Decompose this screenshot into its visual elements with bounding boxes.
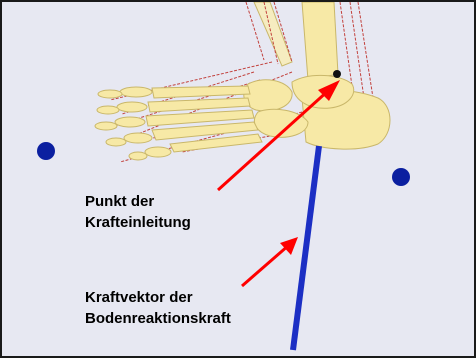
annotation-contact-line2: Krafteinleitung (85, 212, 191, 233)
annotation-vector-line2: Bodenreaktionskraft (85, 308, 231, 329)
tibia-bone (302, 2, 338, 80)
contact-point-marker[interactable] (333, 70, 341, 78)
arrow-force-vector (242, 237, 298, 286)
force-vector-line[interactable] (293, 146, 319, 350)
annotation-force-vector: Kraftvektor der Bodenreaktionskraft (85, 287, 231, 329)
annotation-contact-point: Punkt der Krafteinleitung (85, 191, 191, 233)
reference-marker-right[interactable] (392, 168, 410, 186)
annotation-vector-line1: Kraftvektor der (85, 287, 231, 308)
foot-skeleton (95, 75, 390, 160)
fibula-bone (254, 2, 292, 66)
annotation-contact-line1: Punkt der (85, 191, 191, 212)
reference-marker-left[interactable] (37, 142, 55, 160)
